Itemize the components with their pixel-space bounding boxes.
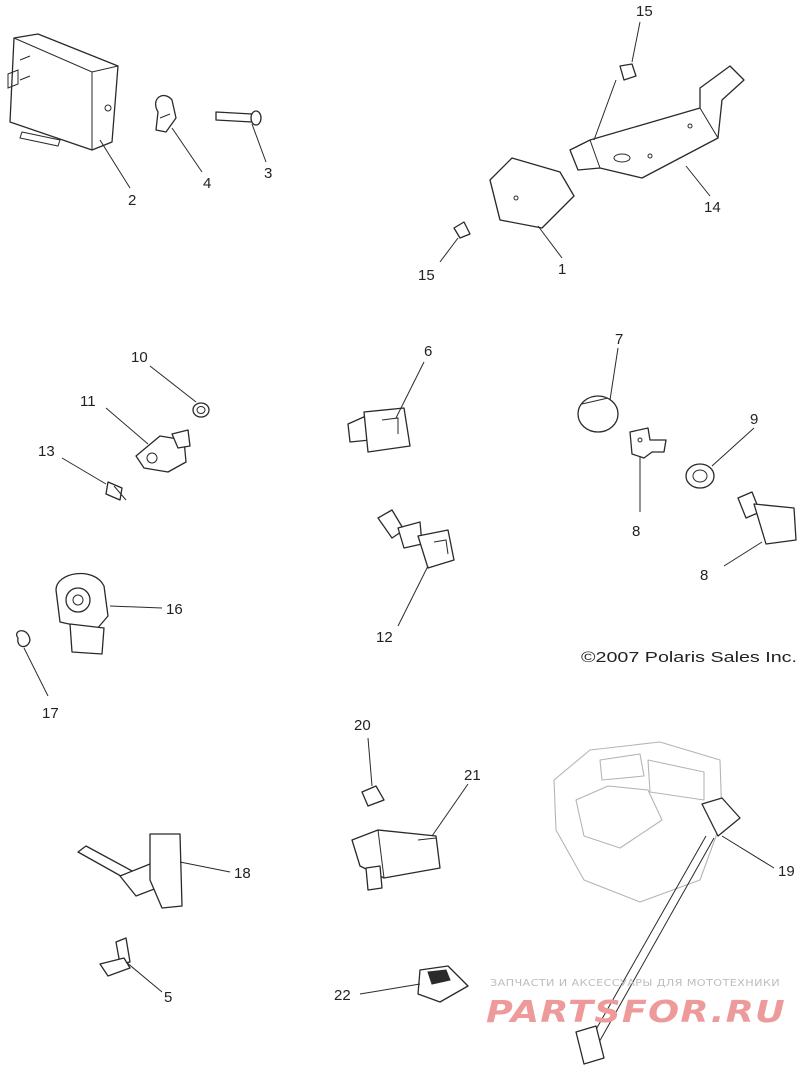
callout-21: 21	[464, 767, 481, 784]
leader-9	[711, 427, 755, 467]
callout-20: 20	[354, 717, 371, 734]
leader-19	[721, 835, 775, 869]
part-7-cap	[577, 395, 619, 433]
leader-5	[125, 961, 163, 993]
callout-7: 7	[615, 331, 623, 348]
leader-lines	[23, 21, 775, 995]
callout-15-upper: 15	[636, 3, 653, 20]
leader-15-upper-b	[593, 79, 617, 141]
leader-1	[537, 225, 563, 259]
part-18-speed-sensor	[77, 833, 183, 909]
callout-9: 9	[750, 411, 758, 428]
callout-15-lower: 15	[418, 267, 435, 284]
leader-4	[171, 127, 203, 173]
part-3-bolt	[215, 110, 262, 126]
callout-6: 6	[424, 343, 432, 360]
callout-16: 16	[166, 601, 183, 618]
leader-13	[61, 457, 107, 485]
callout-5: 5	[164, 989, 172, 1006]
part-2-ecu-module	[7, 33, 119, 151]
part-14-bracket	[569, 65, 745, 179]
callout-10: 10	[131, 349, 148, 366]
leader-2	[99, 139, 131, 189]
part-9-grommet	[685, 463, 715, 489]
callout-17: 17	[42, 705, 59, 722]
leader-12	[397, 565, 429, 627]
part-4-clip	[155, 95, 177, 133]
part-5-pin	[99, 937, 131, 977]
leader-8b	[723, 541, 763, 567]
part-20-bolt	[361, 785, 385, 807]
part-11-sensor	[135, 429, 191, 473]
leader-18	[179, 861, 231, 873]
watermark-brand: PARTSFOR.RU	[486, 995, 786, 1030]
callout-11: 11	[80, 393, 96, 410]
leader-16	[109, 605, 163, 609]
callout-3: 3	[264, 165, 272, 182]
part-17-clip-ring	[16, 630, 31, 648]
part-1-cover	[489, 157, 575, 229]
leader-17	[23, 647, 49, 697]
watermark-tagline: ЗАПЧАСТИ И АКСЕССУАРЫ ДЛЯ МОТОТЕХНИКИ	[490, 978, 780, 989]
leader-20	[367, 737, 373, 787]
watermark: ЗАПЧАСТИ И АКСЕССУАРЫ ДЛЯ МОТОТЕХНИКИ PA…	[486, 978, 786, 1030]
callout-22: 22	[334, 987, 351, 1004]
leader-21	[431, 783, 469, 837]
callout-13: 13	[38, 443, 55, 460]
callout-8-left: 8	[632, 523, 640, 540]
leader-15-upper	[631, 21, 641, 63]
callout-numbers: 2 4 3 15 14 1 15 10 11 13 6 7 9 8 8 12 1…	[38, 3, 795, 1006]
leader-7	[609, 347, 619, 401]
callout-1: 1	[558, 261, 566, 278]
callout-2: 2	[128, 192, 136, 209]
part-6-plug	[347, 407, 411, 453]
part-12-temperature-sensor	[377, 509, 455, 569]
part-21-map-sensor	[351, 829, 441, 891]
callout-19: 19	[778, 863, 795, 880]
leader-6	[395, 361, 425, 419]
part-15-fastener-lower	[453, 221, 471, 239]
copyright-notice: ©2007 Polaris Sales Inc.	[581, 649, 797, 666]
callout-12: 12	[376, 629, 393, 646]
callout-8-right: 8	[700, 567, 708, 584]
leader-11	[105, 407, 149, 445]
part-8-tab	[629, 427, 667, 459]
leader-14	[685, 165, 711, 197]
callout-14: 14	[704, 199, 721, 216]
part-10-o-ring	[192, 402, 210, 418]
callout-4: 4	[203, 175, 211, 192]
part-16-knock-sensor	[55, 572, 109, 655]
part-8-switch	[737, 491, 797, 545]
callout-18: 18	[234, 865, 251, 882]
part-15-fastener-upper	[619, 63, 637, 81]
leader-3	[251, 123, 267, 163]
leader-15-lower	[439, 237, 459, 263]
part-13-bolt	[105, 481, 127, 501]
leader-10	[149, 365, 197, 403]
part-22-switch	[417, 965, 469, 1003]
leader-22	[359, 983, 421, 995]
part-19-engine-assembly	[553, 741, 741, 1065]
